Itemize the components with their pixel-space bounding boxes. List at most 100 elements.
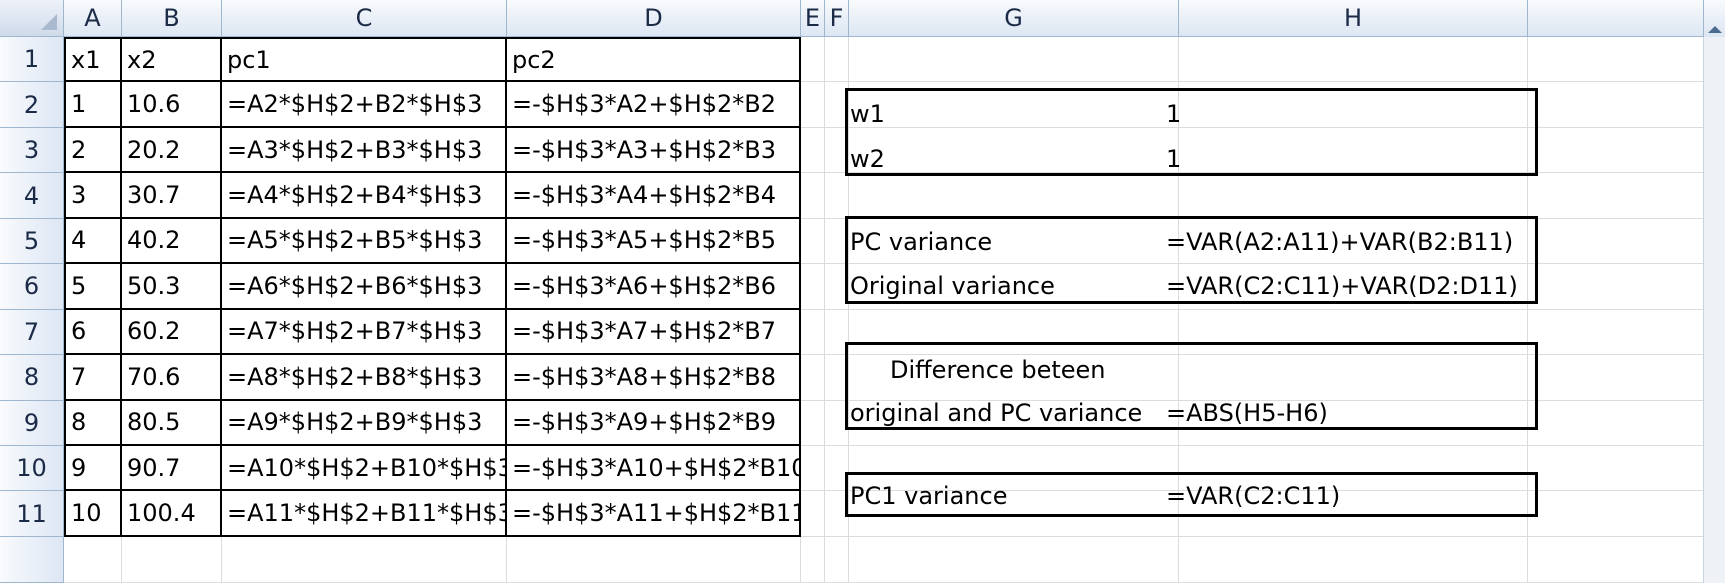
cell-h4[interactable] bbox=[1179, 173, 1528, 219]
cell-a5[interactable]: 4 bbox=[64, 218, 122, 265]
cell-e5[interactable] bbox=[801, 218, 825, 265]
cell-c3[interactable]: =A3*$H$2+B3*$H$3 bbox=[222, 127, 507, 174]
cell-a1[interactable]: x1 bbox=[64, 37, 122, 83]
cell-g8[interactable] bbox=[849, 355, 1179, 401]
cell-d6[interactable]: =-$H$3*A6+$H$2*B6 bbox=[507, 264, 801, 310]
row-header-6[interactable]: 6 bbox=[0, 264, 64, 310]
cell-b3[interactable]: 20.2 bbox=[122, 127, 222, 174]
cell-g10[interactable] bbox=[849, 445, 1179, 492]
cell-b4[interactable]: 30.7 bbox=[122, 173, 222, 219]
column-header-a[interactable]: A bbox=[64, 0, 122, 37]
cell-a10[interactable]: 9 bbox=[64, 445, 122, 492]
select-all-corner[interactable] bbox=[0, 0, 64, 37]
scroll-up-button[interactable] bbox=[1703, 0, 1725, 37]
w2-label[interactable]: w2 bbox=[850, 144, 885, 173]
row-header-10[interactable]: 10 bbox=[0, 445, 64, 492]
row-header-2[interactable]: 2 bbox=[0, 82, 64, 128]
row-header-3[interactable]: 3 bbox=[0, 127, 64, 174]
cell-e12[interactable] bbox=[801, 536, 825, 583]
cell-b1[interactable]: x2 bbox=[122, 37, 222, 83]
difference-formula[interactable]: =ABS(H5-H6) bbox=[1166, 398, 1328, 427]
cell-e8[interactable] bbox=[801, 355, 825, 401]
cell-f5[interactable] bbox=[825, 218, 849, 265]
cell-c4[interactable]: =A4*$H$2+B4*$H$3 bbox=[222, 173, 507, 219]
cell-g3[interactable] bbox=[849, 127, 1179, 174]
cell-c8[interactable]: =A8*$H$2+B8*$H$3 bbox=[222, 355, 507, 401]
cell-d11[interactable]: =-$H$3*A11+$H$2*B11 bbox=[507, 491, 801, 537]
cell-b6[interactable]: 50.3 bbox=[122, 264, 222, 310]
cell-f2[interactable] bbox=[825, 82, 849, 128]
cell-h7[interactable] bbox=[1179, 309, 1528, 356]
row-header-11[interactable]: 11 bbox=[0, 491, 64, 537]
cell-g7[interactable] bbox=[849, 309, 1179, 356]
cell-a9[interactable]: 8 bbox=[64, 400, 122, 446]
column-header-g[interactable]: G bbox=[849, 0, 1179, 37]
cell-h6[interactable] bbox=[1179, 264, 1528, 310]
cell-c9[interactable]: =A9*$H$2+B9*$H$3 bbox=[222, 400, 507, 446]
cell-d9[interactable]: =-$H$3*A9+$H$2*B9 bbox=[507, 400, 801, 446]
cell-c1[interactable]: pc1 bbox=[222, 37, 507, 83]
cell-e3[interactable] bbox=[801, 127, 825, 174]
vertical-scrollbar[interactable] bbox=[1703, 37, 1725, 583]
row-header-9[interactable]: 9 bbox=[0, 400, 64, 446]
cell-c12[interactable] bbox=[222, 536, 507, 583]
cell-c7[interactable]: =A7*$H$2+B7*$H$3 bbox=[222, 309, 507, 356]
cell-h9[interactable] bbox=[1179, 400, 1528, 446]
cell-a6[interactable]: 5 bbox=[64, 264, 122, 310]
cell-h1[interactable] bbox=[1179, 37, 1528, 83]
column-header-f[interactable]: F bbox=[825, 0, 849, 37]
cell-f10[interactable] bbox=[825, 445, 849, 492]
cell-a12[interactable] bbox=[64, 536, 122, 583]
cell-f7[interactable] bbox=[825, 309, 849, 356]
row-header-12[interactable] bbox=[0, 536, 64, 583]
pc1-variance-label[interactable]: PC1 variance bbox=[850, 481, 1008, 510]
w1-value[interactable]: 1 bbox=[1166, 99, 1182, 128]
cell-d8[interactable]: =-$H$3*A8+$H$2*B8 bbox=[507, 355, 801, 401]
cell-b7[interactable]: 60.2 bbox=[122, 309, 222, 356]
w2-value[interactable]: 1 bbox=[1166, 144, 1182, 173]
cell-g2[interactable] bbox=[849, 82, 1179, 128]
row-header-7[interactable]: 7 bbox=[0, 309, 64, 356]
cell-i11[interactable] bbox=[1528, 491, 1725, 537]
cell-f6[interactable] bbox=[825, 264, 849, 310]
cell-f9[interactable] bbox=[825, 400, 849, 446]
cell-c5[interactable]: =A5*$H$2+B5*$H$3 bbox=[222, 218, 507, 265]
cell-e4[interactable] bbox=[801, 173, 825, 219]
difference-label-line2[interactable]: original and PC variance bbox=[850, 398, 1143, 427]
cell-g4[interactable] bbox=[849, 173, 1179, 219]
cell-i12[interactable] bbox=[1528, 537, 1725, 583]
pc-variance-label[interactable]: PC variance bbox=[850, 227, 993, 256]
cell-e7[interactable] bbox=[801, 309, 825, 356]
cell-g9[interactable] bbox=[849, 400, 1179, 446]
cell-d5[interactable]: =-$H$3*A5+$H$2*B5 bbox=[507, 218, 801, 265]
cell-a2[interactable]: 1 bbox=[64, 82, 122, 128]
column-header-h[interactable]: H bbox=[1179, 0, 1528, 37]
cell-f4[interactable] bbox=[825, 173, 849, 219]
column-header-e[interactable]: E bbox=[801, 0, 825, 37]
row-header-8[interactable]: 8 bbox=[0, 355, 64, 401]
cell-b11[interactable]: 100.4 bbox=[122, 491, 222, 537]
cell-h2[interactable] bbox=[1179, 82, 1528, 128]
cell-e10[interactable] bbox=[801, 445, 825, 492]
cell-g6[interactable] bbox=[849, 264, 1179, 310]
pc-variance-formula[interactable]: =VAR(A2:A11)+VAR(B2:B11) bbox=[1166, 227, 1514, 256]
cell-f8[interactable] bbox=[825, 355, 849, 401]
cell-d2[interactable]: =-$H$3*A2+$H$2*B2 bbox=[507, 82, 801, 128]
cell-h3[interactable] bbox=[1179, 127, 1528, 174]
cell-c11[interactable]: =A11*$H$2+B11*$H$3 bbox=[222, 491, 507, 537]
cell-a8[interactable]: 7 bbox=[64, 355, 122, 401]
cell-h10[interactable] bbox=[1179, 445, 1528, 492]
row-header-4[interactable]: 4 bbox=[0, 173, 64, 219]
row-header-5[interactable]: 5 bbox=[0, 218, 64, 265]
cell-c2[interactable]: =A2*$H$2+B2*$H$3 bbox=[222, 82, 507, 128]
cell-i4[interactable] bbox=[1528, 173, 1725, 219]
cell-e9[interactable] bbox=[801, 400, 825, 446]
pc1-variance-formula[interactable]: =VAR(C2:C11) bbox=[1166, 481, 1341, 510]
cell-b5[interactable]: 40.2 bbox=[122, 218, 222, 265]
cell-i7[interactable] bbox=[1528, 310, 1725, 356]
cell-f11[interactable] bbox=[825, 491, 849, 537]
cell-d3[interactable]: =-$H$3*A3+$H$2*B3 bbox=[507, 127, 801, 174]
cell-c10[interactable]: =A10*$H$2+B10*$H$3 bbox=[222, 445, 507, 492]
cell-i9[interactable] bbox=[1528, 401, 1725, 446]
cell-i6[interactable] bbox=[1528, 264, 1725, 310]
